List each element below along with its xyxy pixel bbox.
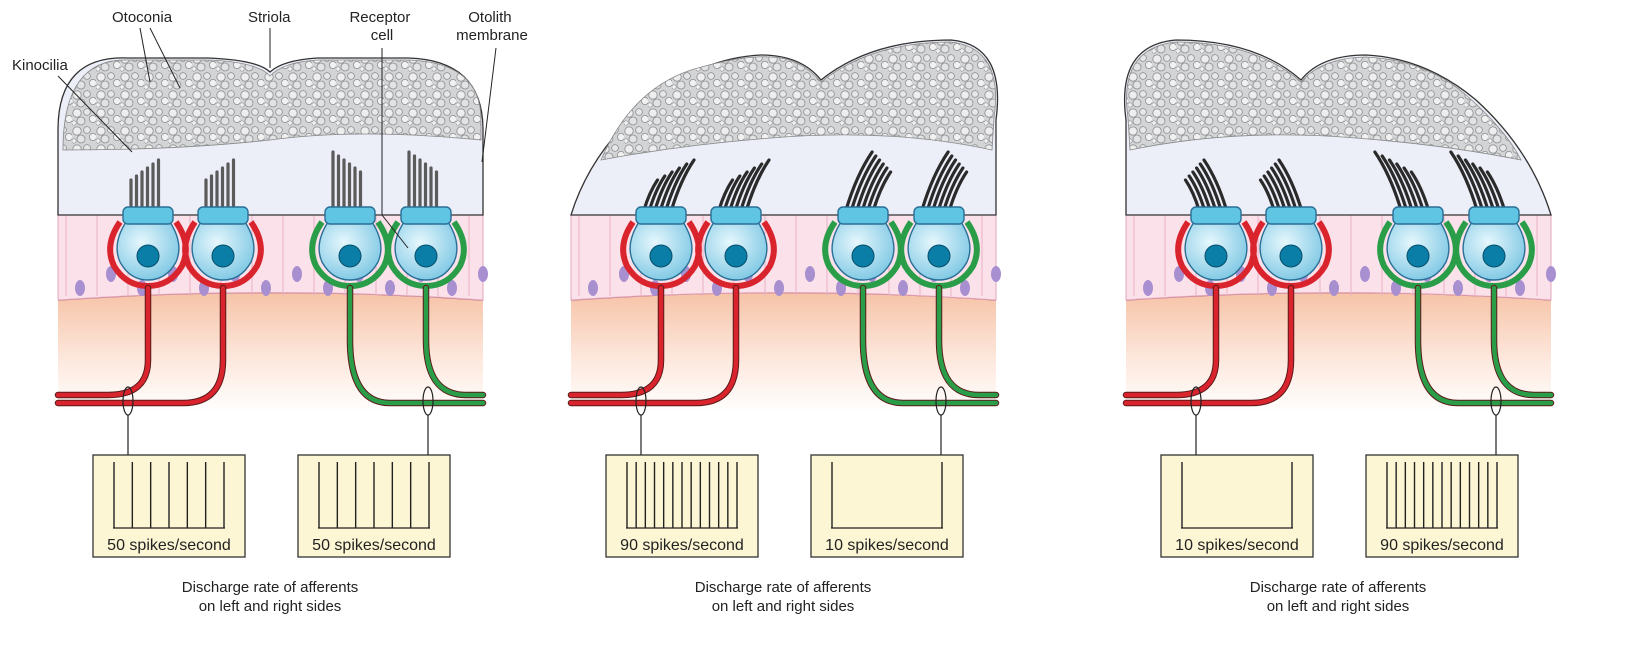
receptor-cell-label: Receptor cell — [349, 9, 414, 44]
cuticular-plate — [1266, 207, 1316, 224]
caption-line-2: on left and right sides — [712, 598, 855, 615]
supporting-cell-nucleus — [774, 280, 784, 296]
right-spike-recording: 90 spikes/second — [1366, 387, 1518, 557]
cell-nucleus — [1205, 245, 1227, 267]
cuticular-plate — [123, 207, 173, 224]
otoconia-label: Otoconia — [112, 9, 173, 26]
left-spike-recording: 90 spikes/second — [606, 387, 758, 557]
spike-rate-label: 10 spikes/second — [1175, 537, 1299, 554]
supporting-cell-nucleus — [385, 280, 395, 296]
cuticular-plate — [325, 207, 375, 224]
cuticular-plate — [636, 207, 686, 224]
supporting-cell-nucleus — [1360, 266, 1370, 282]
cell-nucleus — [212, 245, 234, 267]
spike-rate-label: 90 spikes/second — [1380, 537, 1504, 554]
supporting-cell-nucleus — [261, 280, 271, 296]
cuticular-plate — [198, 207, 248, 224]
cuticular-plate — [1469, 207, 1519, 224]
receptor-label-line2: cell — [371, 27, 394, 44]
supporting-cell-nucleus — [478, 266, 488, 282]
panel-3: 10 spikes/second 90 spikes/secondDischarg… — [1125, 40, 1556, 615]
otolith-label-line2: membrane — [456, 27, 528, 44]
spike-rate-label: 10 spikes/second — [825, 537, 949, 554]
receptor-label-line1: Receptor — [349, 9, 410, 26]
left-spike-recording: 50 spikes/second — [93, 387, 245, 557]
cell-nucleus — [650, 245, 672, 267]
spike-rate-label: 90 spikes/second — [620, 537, 744, 554]
cell-nucleus — [137, 245, 159, 267]
otolith-leader — [482, 48, 496, 162]
supporting-cell-nucleus — [1143, 280, 1153, 296]
supporting-cell-nucleus — [588, 280, 598, 296]
cell-nucleus — [1280, 245, 1302, 267]
cell-nucleus — [1483, 245, 1505, 267]
supporting-cell-nucleus — [805, 266, 815, 282]
caption-line-2: on left and right sides — [1267, 598, 1410, 615]
cuticular-plate — [401, 207, 451, 224]
cell-nucleus — [415, 245, 437, 267]
caption-line-1: Discharge rate of afferents — [695, 579, 871, 596]
supporting-cell-nucleus — [75, 280, 85, 296]
cell-nucleus — [339, 245, 361, 267]
supporting-cell-nucleus — [1453, 280, 1463, 296]
caption-line-1: Discharge rate of afferents — [182, 579, 358, 596]
caption-line-2: on left and right sides — [199, 598, 342, 615]
panels-group: 50 spikes/second 50 spikes/secondDischarg… — [58, 40, 1556, 615]
panel-1: 50 spikes/second 50 spikes/secondDischarg… — [58, 58, 488, 615]
kinocilia-label: Kinocilia — [12, 57, 69, 74]
supporting-cell-nucleus — [991, 266, 1001, 282]
cell-nucleus — [1407, 245, 1429, 267]
otolith-label-line1: Otolith — [468, 9, 511, 26]
left-spike-recording: 10 spikes/second — [1161, 387, 1313, 557]
caption-line-1: Discharge rate of afferents — [1250, 579, 1426, 596]
striola-label: Striola — [248, 9, 291, 26]
supporting-cell-nucleus — [898, 280, 908, 296]
panel-2: 90 spikes/second 10 spikes/secondDischarg… — [571, 40, 1001, 615]
right-spike-recording: 50 spikes/second — [298, 387, 450, 557]
cuticular-plate — [1393, 207, 1443, 224]
right-spike-recording: 10 spikes/second — [811, 387, 963, 557]
supporting-cell-nucleus — [1546, 266, 1556, 282]
spike-rate-label: 50 spikes/second — [312, 537, 436, 554]
otolith-membrane-label: Otolith membrane — [456, 9, 528, 44]
cell-nucleus — [928, 245, 950, 267]
cuticular-plate — [914, 207, 964, 224]
supporting-cell-nucleus — [292, 266, 302, 282]
cuticular-plate — [711, 207, 761, 224]
cell-nucleus — [725, 245, 747, 267]
supporting-cell-nucleus — [1329, 280, 1339, 296]
cuticular-plate — [838, 207, 888, 224]
cuticular-plate — [1191, 207, 1241, 224]
cell-nucleus — [852, 245, 874, 267]
spike-rate-label: 50 spikes/second — [107, 537, 231, 554]
